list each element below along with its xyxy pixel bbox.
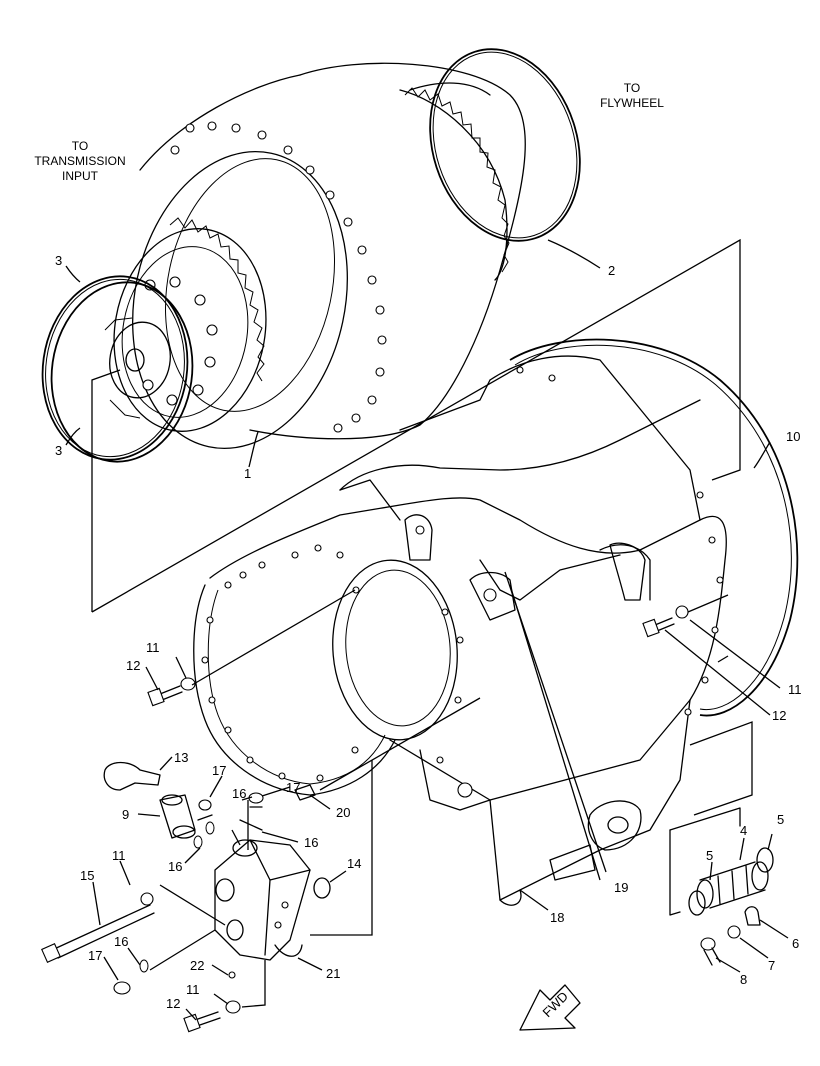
callout-labels: 1 2 3 3 4 5 5 6 7 8 9 10 11 11 11 11 12 … xyxy=(55,253,802,1011)
assembly-lines xyxy=(91,238,753,1008)
callout-12-c: 12 xyxy=(772,708,786,723)
converter-bolt-ring xyxy=(170,121,387,433)
note-to-flywheel-line2: FLYWHEEL xyxy=(600,96,664,110)
callout-13: 13 xyxy=(174,750,188,765)
callout-16-b: 16 xyxy=(304,835,318,850)
callout-8: 8 xyxy=(740,972,747,987)
note-to-flywheel: TO FLYWHEEL xyxy=(600,81,664,110)
callout-7: 7 xyxy=(768,958,775,973)
note-to-flywheel-line1: TO xyxy=(624,81,640,95)
note-to-transmission-line2: TRANSMISSION xyxy=(34,154,125,168)
callout-12-a: 12 xyxy=(126,658,140,673)
small-parts xyxy=(41,605,774,1033)
transmission-housing xyxy=(193,355,727,906)
callout-leaders xyxy=(65,239,789,1021)
note-to-transmission-input: TO TRANSMISSION INPUT xyxy=(34,139,125,183)
note-to-transmission-line3: INPUT xyxy=(62,169,99,183)
callout-16-c: 16 xyxy=(168,859,182,874)
callout-5-left: 5 xyxy=(706,848,713,863)
callout-17-b: 17 xyxy=(286,780,300,795)
seal-rings xyxy=(41,48,581,463)
callout-19: 19 xyxy=(614,880,628,895)
valve-block xyxy=(214,839,311,961)
callout-3-upper: 3 xyxy=(55,253,62,268)
callout-17-a: 17 xyxy=(212,763,226,778)
callout-10: 10 xyxy=(786,429,800,444)
callout-14: 14 xyxy=(347,856,361,871)
callout-17-c: 17 xyxy=(88,948,102,963)
callout-21: 21 xyxy=(326,966,340,981)
callout-20: 20 xyxy=(336,805,350,820)
flange-holes xyxy=(201,366,724,782)
callout-16-a: 16 xyxy=(232,786,246,801)
callout-16-d: 16 xyxy=(114,934,128,949)
callout-22: 22 xyxy=(190,958,204,973)
callout-15: 15 xyxy=(80,868,94,883)
callout-5-right: 5 xyxy=(777,812,784,827)
gasket xyxy=(509,338,799,717)
callout-6: 6 xyxy=(792,936,799,951)
callout-12-b: 12 xyxy=(166,996,180,1011)
callout-1: 1 xyxy=(244,466,251,481)
callout-3-lower: 3 xyxy=(55,443,62,458)
callout-2: 2 xyxy=(608,263,615,278)
callout-4: 4 xyxy=(740,823,747,838)
callout-11-b: 11 xyxy=(112,848,126,863)
torque-converter xyxy=(104,62,526,449)
callout-9: 9 xyxy=(122,807,129,822)
callout-18: 18 xyxy=(550,910,564,925)
note-to-transmission-line1: TO xyxy=(72,139,88,153)
callout-11-a: 11 xyxy=(146,640,160,655)
fwd-label: FWD xyxy=(540,989,572,1021)
callout-11-c: 11 xyxy=(186,982,200,997)
callout-11-d: 11 xyxy=(788,682,802,697)
forward-direction-arrow: FWD xyxy=(519,984,581,1031)
